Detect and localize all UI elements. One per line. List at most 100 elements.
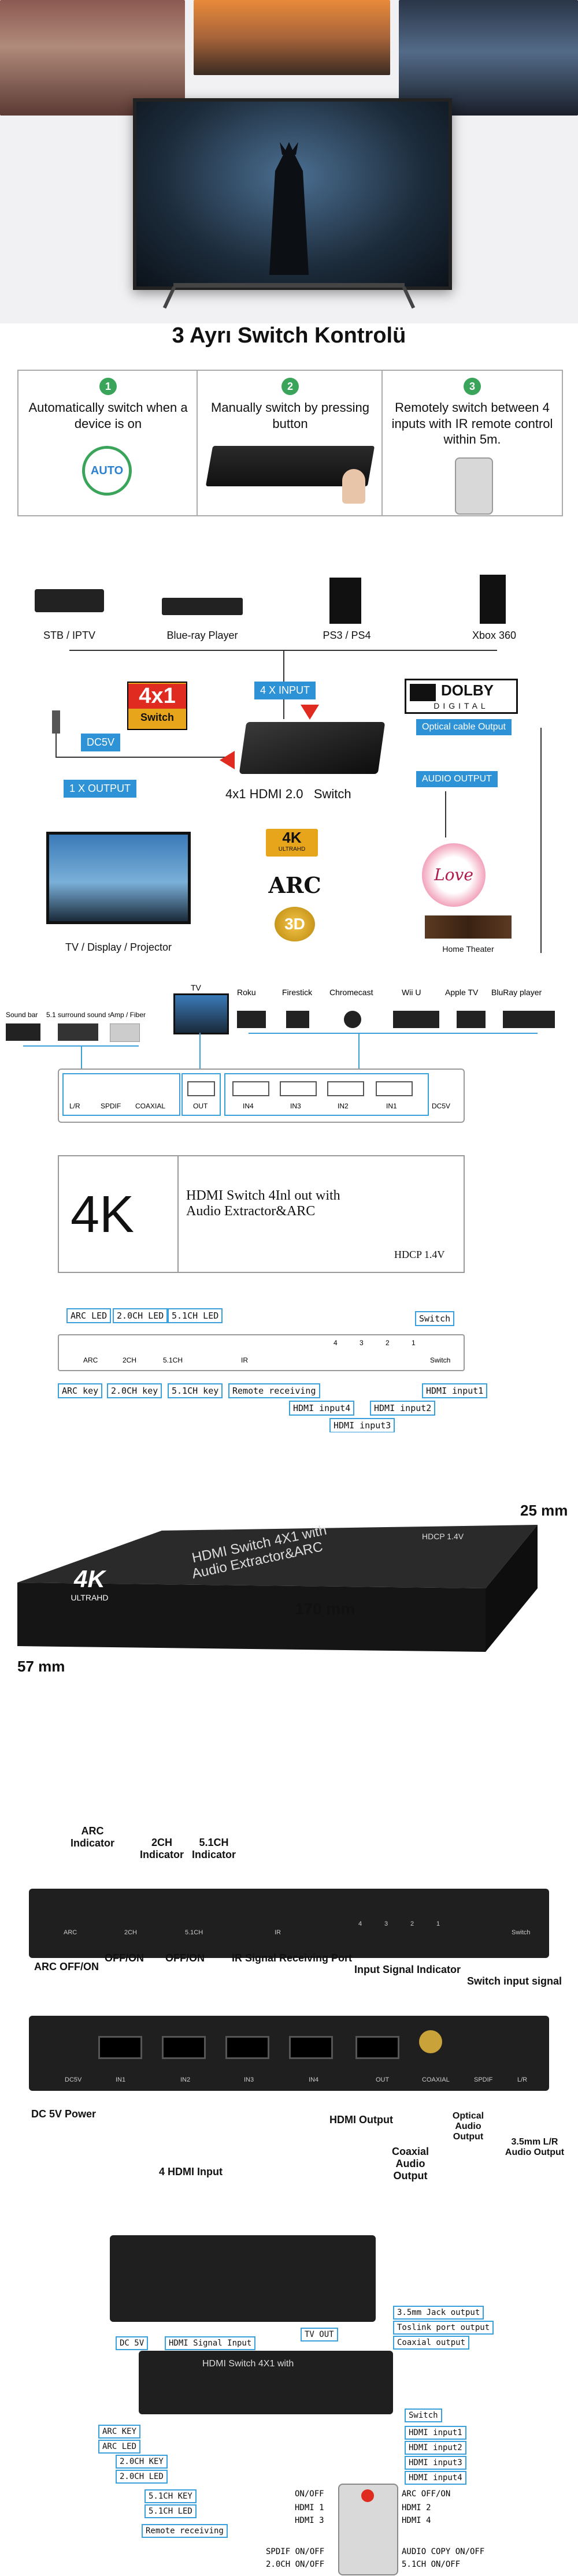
hdmi-port-icon (225, 2036, 269, 2059)
chromecast-icon (344, 1011, 361, 1028)
tv-label: TV (191, 983, 201, 992)
front-panel-photo: ARC 2CH 5.1CH IR 4 3 2 1 Switch (29, 1889, 549, 1958)
left-device-label: Amp / Fiber (110, 1011, 146, 1019)
remote-label-right: 5.1CH ON/OFF (402, 2560, 461, 2569)
optical-tag: Optical cable Output (416, 719, 512, 735)
port-label: IN2 (338, 1102, 349, 1110)
mode-card-manual: 2 Manually switch by pressing button (197, 370, 384, 516)
summary-tag: HDMI input3 (405, 2456, 466, 2470)
panel-text: Switch (512, 1929, 531, 1936)
front-label: 1 (412, 1339, 416, 1347)
front-tag: Remote receiving (228, 1383, 320, 1398)
theater-label: Home Theater (442, 944, 494, 954)
switch-badge: 4x1 Switch (127, 682, 187, 730)
hdmi-out-port-icon (187, 1081, 215, 1096)
hero-image-center (194, 0, 390, 75)
hero-banner (0, 0, 578, 323)
mode-text: Automatically switch when a device is on (28, 400, 188, 431)
mode-text: Manually switch by pressing button (211, 400, 369, 431)
back-annotation: DC 5V Power (31, 2108, 97, 2120)
panel-text: DC5V (65, 2076, 82, 2083)
panel-text: 4 (358, 1920, 362, 1927)
speaker-icon (58, 1023, 98, 1041)
remote-label-right: ARC OFF/ON (402, 2489, 451, 2499)
panel-text: 2CH (124, 1929, 138, 1936)
dc-line (55, 734, 57, 757)
remote-label-right: AUDIO COPY ON/OFF (402, 2547, 485, 2556)
remote-control-icon (455, 457, 493, 515)
front-tag: HDMI input4 (289, 1401, 355, 1416)
coaxial-port-icon (419, 2030, 442, 2053)
input-tag: 4 X INPUT (254, 682, 316, 699)
panel-text: IN2 (180, 2076, 191, 2083)
left-bus-drop (81, 1045, 82, 1069)
port-label: OUT (193, 1102, 208, 1110)
logo-4k-text: 4K (282, 829, 302, 846)
port-label: L/R (69, 1102, 80, 1110)
summary-tag: TV OUT (301, 2328, 338, 2342)
hero-figure-icon (269, 142, 309, 275)
front-tag: HDMI input1 (422, 1383, 488, 1398)
source-label: STB / IPTV (43, 630, 96, 641)
dim-height: 25 mm (520, 1502, 568, 1519)
switch-modes-section: 3 Ayrı Switch Kontrolü 1 Automatically s… (0, 323, 578, 526)
front-label: 3 (360, 1339, 364, 1347)
usb-cable-icon (52, 710, 60, 734)
mode-number: 1 (99, 378, 117, 395)
front-tag: HDMI input3 (329, 1418, 395, 1432)
firestick-icon (286, 1011, 309, 1028)
right-device-label: Chromecast (329, 988, 373, 997)
remote-label-left: 2.0CH ON/OFF (266, 2560, 325, 2569)
front-tag: ARC key (58, 1383, 103, 1398)
front-label: 2CH (123, 1356, 137, 1364)
tv-icon (46, 832, 191, 924)
summary-diagram: 3.5mm Jack output Toslink port output Co… (0, 2235, 578, 2576)
output-arrow-icon (220, 751, 235, 769)
hdmi-in3-port-icon (280, 1081, 317, 1096)
summary-tag: HDMI Signal Input (165, 2336, 256, 2350)
remote-label-right: HDMI 4 (402, 2516, 431, 2525)
source-label: Blue-ray Player (166, 630, 238, 641)
dim-hdcp: HDCP 1.4V (422, 1532, 464, 1541)
hdmi-port-icon (162, 2036, 206, 2059)
front-annotation: Input Signal Indicator (354, 1964, 461, 1975)
panel-text: 2 (410, 1920, 414, 1927)
port-label: IN3 (290, 1102, 301, 1110)
hdmi-port-icon (289, 2036, 333, 2059)
front-label: 5.1CH (163, 1356, 183, 1364)
home-theater-icon (425, 915, 512, 939)
panel-text: 1 (436, 1920, 440, 1927)
summary-tag: 2.0CH KEY (116, 2455, 168, 2469)
front-annotation: OFF/ON (105, 1952, 144, 1964)
left-device-label: 5.1 surround sound speaker (46, 1011, 110, 1019)
back-annotation: 4 HDMI Input (159, 2166, 223, 2177)
panel-text: L/R (517, 2076, 528, 2083)
product-top-drawing: 4K HDMI Switch 4Inl out with Audio Extra… (58, 1155, 465, 1273)
hdmi-in2-port-icon (327, 1081, 364, 1096)
right-bus-line (249, 1033, 538, 1034)
roku-icon (237, 1011, 266, 1028)
remote-label-left: HDMI 3 (295, 2516, 324, 2525)
logo-3d: 3D (275, 907, 315, 941)
front-label: 4 (334, 1339, 338, 1347)
summary-tag: ARC LED (98, 2440, 141, 2454)
audio-line-v (445, 791, 446, 837)
hdmi-port-icon (98, 2036, 142, 2059)
panel-text: 5.1CH (185, 1929, 203, 1936)
right-device-label: Firestick (282, 988, 313, 997)
dim-logo-sub: ULTRAHD (71, 1593, 109, 1602)
front-tag: ARC LED (66, 1308, 112, 1323)
audio-ports-group (62, 1073, 180, 1116)
port-label: DC5V (432, 1102, 451, 1110)
remote-label-left: SPDIF ON/OFF (266, 2547, 325, 2556)
dolby-mark-icon (410, 684, 436, 701)
panel-text: 3 (384, 1920, 388, 1927)
product-title: HDMI Switch 4Inl out with Audio Extracto… (186, 1188, 340, 1219)
front-tag: 2.0CH LED (113, 1308, 168, 1323)
switch-product-image (239, 722, 386, 774)
amp-icon (110, 1023, 140, 1042)
hdmi-in4-port-icon (232, 1081, 269, 1096)
summary-tag: 3.5mm Jack output (393, 2306, 484, 2320)
summary-tag: HDMI input2 (405, 2441, 466, 2455)
right-device-label: Roku (237, 988, 256, 997)
